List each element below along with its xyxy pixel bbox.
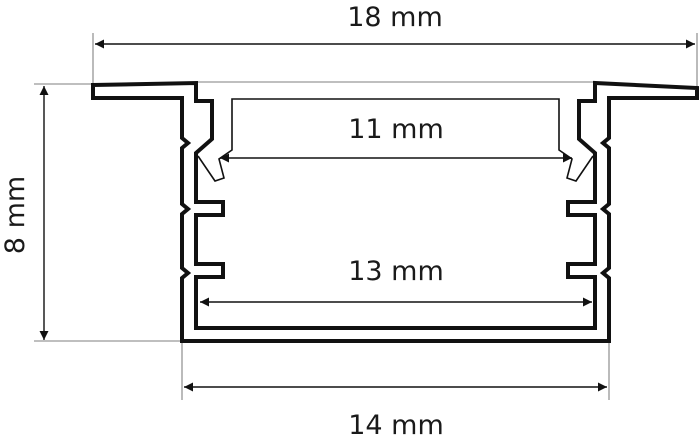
profile-outline [91,80,699,343]
dim-label-13mm: 13 mm [348,256,444,287]
left-lip [197,98,594,182]
dim-label-11mm: 11 mm [348,114,444,145]
extension-lines [34,33,698,400]
dim-label-14mm: 14 mm [348,410,444,437]
dim-label-8mm: 8 mm [0,176,31,254]
dim-label-18mm: 18 mm [347,2,443,33]
